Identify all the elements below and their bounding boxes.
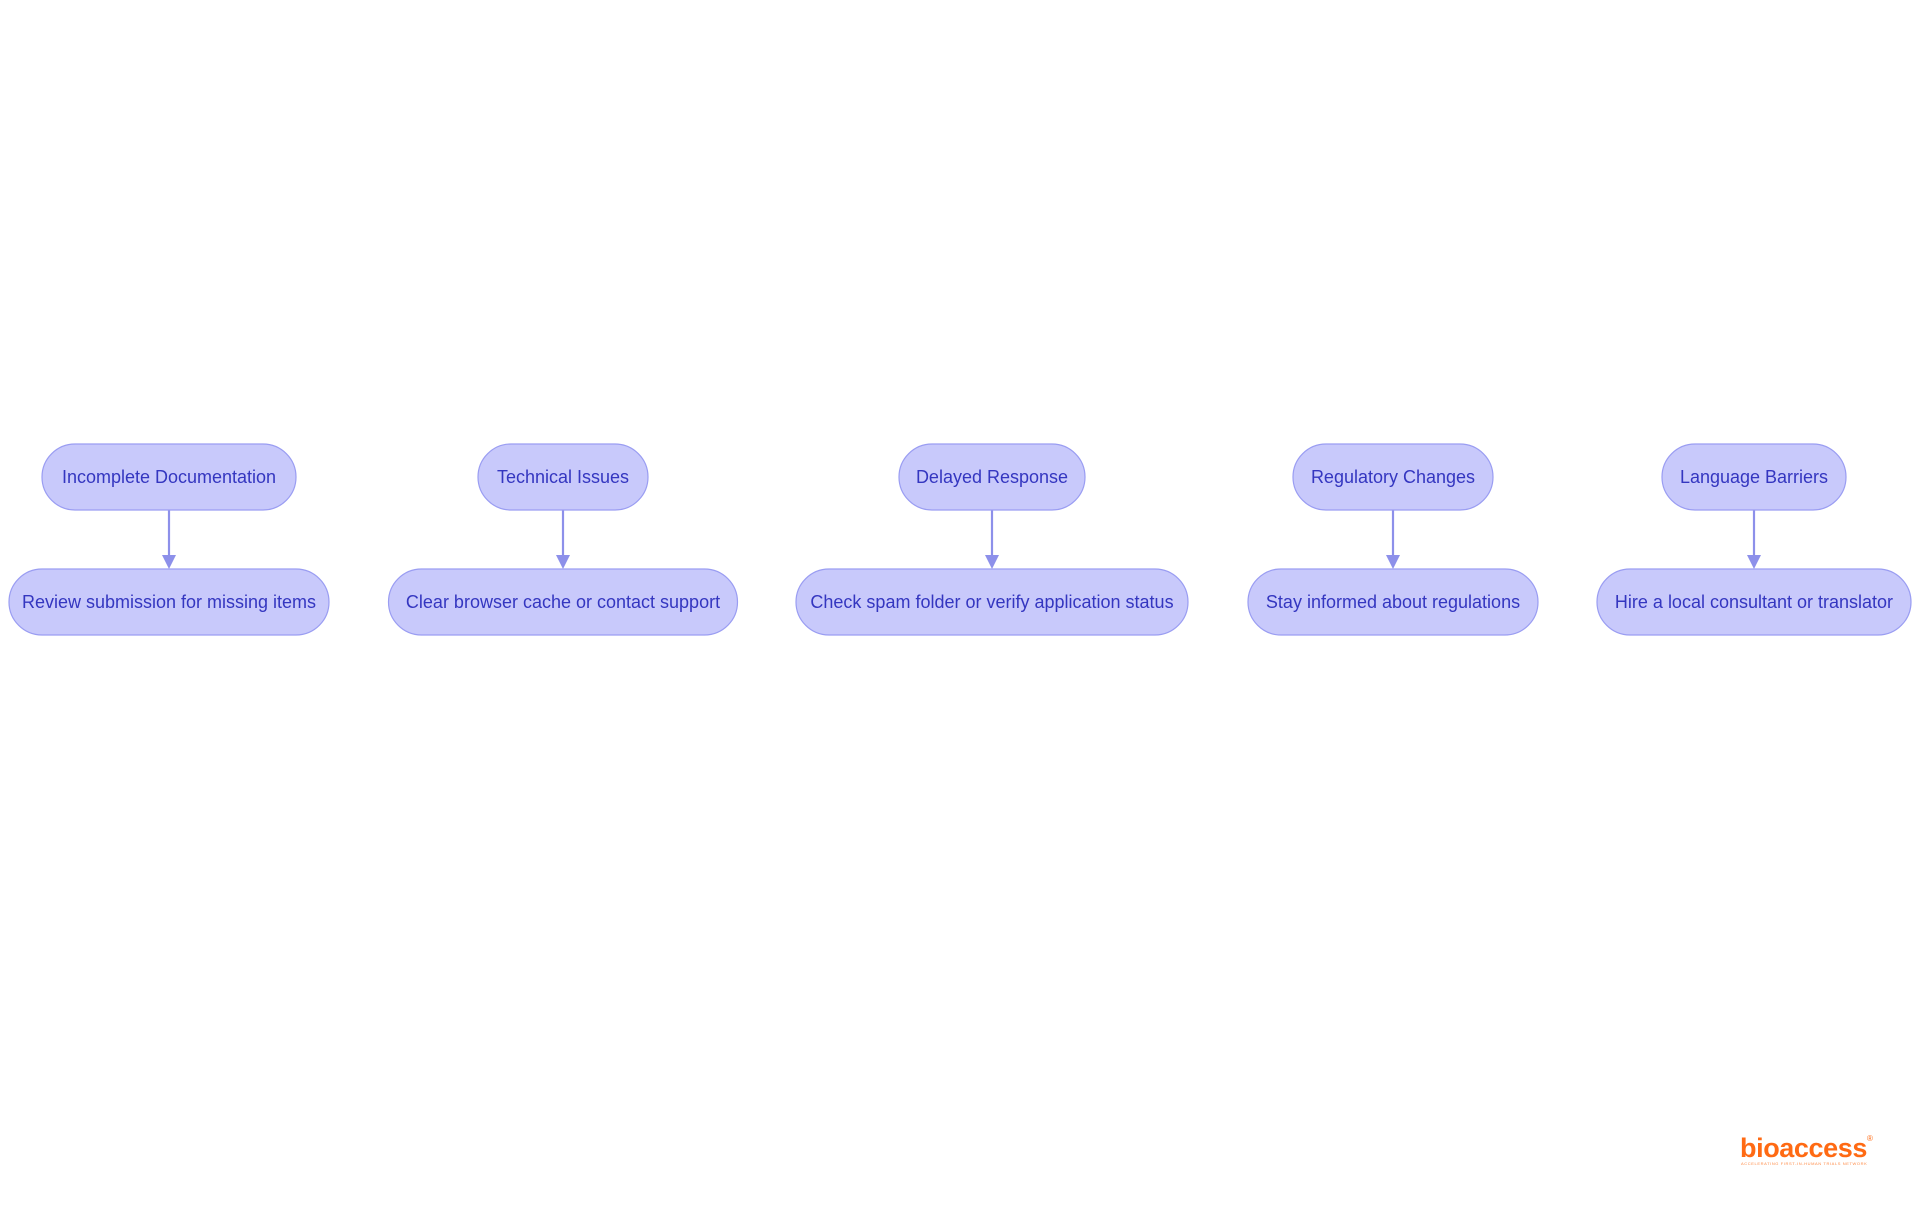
node-review-submission-for-missing-items: Review submission for missing items bbox=[8, 568, 330, 636]
node-shape bbox=[41, 443, 297, 511]
arrowhead-icon bbox=[1386, 555, 1400, 569]
node-label: Hire a local consultant or translator bbox=[1615, 592, 1893, 612]
edge-arrow-3 bbox=[985, 510, 999, 569]
node-shape bbox=[8, 568, 330, 636]
edge-arrow-2 bbox=[556, 510, 570, 569]
arrowhead-icon bbox=[162, 555, 176, 569]
arrowhead-icon bbox=[1747, 555, 1761, 569]
node-label: Delayed Response bbox=[916, 467, 1068, 487]
node-shape bbox=[477, 443, 649, 511]
node-stay-informed-about-regulations: Stay informed about regulations bbox=[1247, 568, 1539, 636]
node-label: Language Barriers bbox=[1680, 467, 1828, 487]
node-technical-issues: Technical Issues bbox=[477, 443, 649, 511]
arrowhead-icon bbox=[985, 555, 999, 569]
edge-arrow-5 bbox=[1747, 510, 1761, 569]
node-delayed-response: Delayed Response bbox=[898, 443, 1086, 511]
edge-arrow-1 bbox=[162, 510, 176, 569]
node-incomplete-documentation: Incomplete Documentation bbox=[41, 443, 297, 511]
arrowhead-icon bbox=[556, 555, 570, 569]
node-label: Technical Issues bbox=[497, 467, 629, 487]
node-label: Regulatory Changes bbox=[1311, 467, 1475, 487]
node-shape bbox=[795, 568, 1189, 636]
node-shape bbox=[387, 568, 739, 636]
node-label: Clear browser cache or contact support bbox=[406, 592, 720, 612]
node-regulatory-changes: Regulatory Changes bbox=[1292, 443, 1494, 511]
node-check-spam-folder-or-verify-application-status: Check spam folder or verify application … bbox=[795, 568, 1189, 636]
node-clear-browser-cache-or-contact-support: Clear browser cache or contact support bbox=[387, 568, 739, 636]
node-shape bbox=[1596, 568, 1912, 636]
bioaccess-logo: bioaccess ® ACCELERATING FIRST-IN-HUMAN … bbox=[1740, 1133, 1873, 1166]
node-language-barriers: Language Barriers bbox=[1661, 443, 1847, 511]
edges-layer bbox=[162, 510, 1761, 569]
node-shape bbox=[1247, 568, 1539, 636]
node-label: Check spam folder or verify application … bbox=[810, 592, 1173, 612]
node-hire-a-local-consultant-or-translator: Hire a local consultant or translator bbox=[1596, 568, 1912, 636]
logo-tagline: ACCELERATING FIRST-IN-HUMAN TRIALS NETWO… bbox=[1741, 1161, 1867, 1166]
node-label: Stay informed about regulations bbox=[1266, 592, 1520, 612]
logo-registered-mark: ® bbox=[1867, 1134, 1873, 1143]
edge-arrow-4 bbox=[1386, 510, 1400, 569]
node-label: Review submission for missing items bbox=[22, 592, 316, 612]
node-shape bbox=[1292, 443, 1494, 511]
node-shape bbox=[898, 443, 1086, 511]
node-shape bbox=[1661, 443, 1847, 511]
logo-wordmark: bioaccess bbox=[1740, 1133, 1867, 1163]
node-label: Incomplete Documentation bbox=[62, 467, 276, 487]
